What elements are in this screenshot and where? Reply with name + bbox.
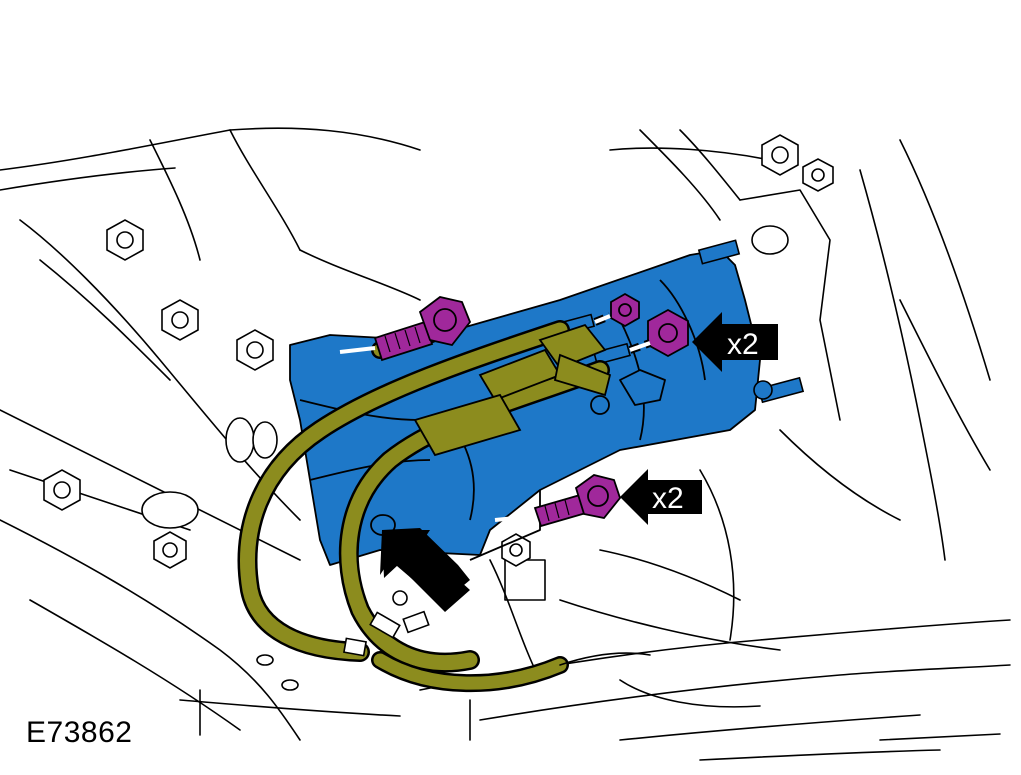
callout-arrow-lower xyxy=(620,469,702,525)
flange-bolt-upper xyxy=(373,296,472,362)
callout-upper: x2 xyxy=(692,312,778,372)
bolt-head-7 xyxy=(802,158,834,192)
dashed-alignment-lines-white xyxy=(339,314,651,522)
grommet xyxy=(141,491,199,529)
engine-block-outline xyxy=(0,127,1011,761)
bolt-head-4 xyxy=(43,469,81,511)
callout-lower-label: x2 xyxy=(652,482,684,515)
nut-upper xyxy=(610,292,640,328)
nut-lower xyxy=(647,308,689,358)
bolt-head-6 xyxy=(761,134,799,176)
callout-arrow-upper xyxy=(692,312,778,372)
bolt-head-1 xyxy=(106,219,144,261)
bolt-head-8 xyxy=(501,533,531,567)
flange-bolt-lower xyxy=(533,474,622,528)
starter-motor xyxy=(289,249,761,566)
battery-cables xyxy=(237,320,651,693)
cable-terminal-boots xyxy=(413,323,612,457)
figure-reference-id: E73862 xyxy=(26,716,133,749)
bolt-head-5 xyxy=(153,531,187,569)
bolt-head-2 xyxy=(161,299,199,341)
arrow-bold-diag xyxy=(382,530,470,612)
engine-bolts xyxy=(43,134,834,691)
callout-lower: x2 xyxy=(620,469,702,525)
cable-clips xyxy=(343,590,430,657)
bolt-head-3 xyxy=(236,329,274,371)
starter-nuts xyxy=(610,292,689,358)
callout-upper-label: x2 xyxy=(727,328,759,361)
